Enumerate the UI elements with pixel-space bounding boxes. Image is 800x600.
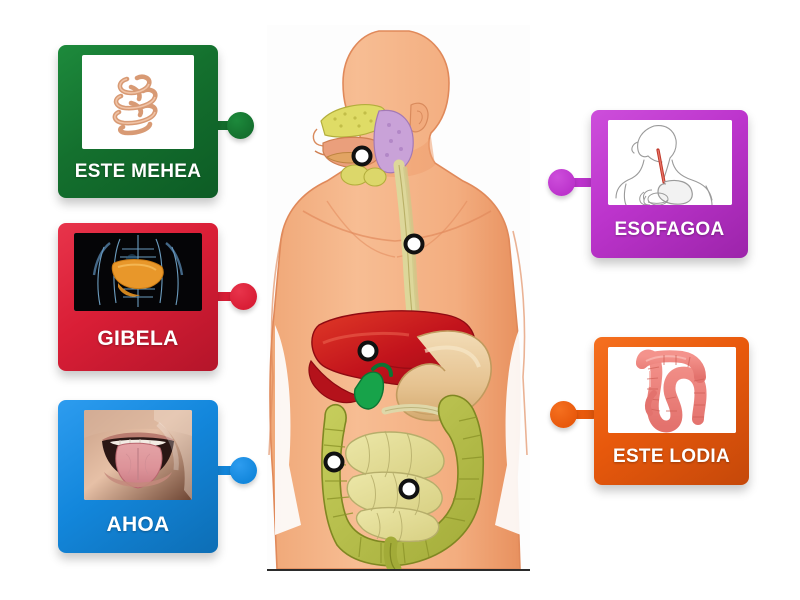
connector-knob[interactable] <box>226 111 254 139</box>
card-label-ahoa: AHOA <box>106 512 170 536</box>
label-card-ahoa[interactable]: AHOA <box>58 400 218 553</box>
connector-este-mehea <box>209 109 254 141</box>
small-intestine-icon <box>101 65 175 139</box>
hotspot-liver[interactable] <box>357 340 379 362</box>
large-intestine-icon <box>607 347 736 433</box>
connector-gibela <box>209 280 257 312</box>
card-label-este-lodia: ESTE LODIA <box>612 446 730 467</box>
hotspot-mouth-tongue[interactable] <box>351 145 373 167</box>
thumbnail-esofagoa <box>607 120 732 205</box>
connector-stem <box>213 291 243 301</box>
thumbnail-ahoa <box>84 410 192 500</box>
connector-knob[interactable] <box>547 168 575 196</box>
connector-esofagoa <box>547 166 598 198</box>
card-label-este-mehea: ESTE MEHEA <box>74 160 202 182</box>
label-card-este-mehea[interactable]: ESTE MEHEA <box>58 45 218 198</box>
liver-xray-icon <box>74 233 202 311</box>
label-card-este-lodia[interactable]: ESTE LODIA <box>594 337 749 485</box>
label-card-esofagoa[interactable]: ESOFAGOA <box>591 110 748 258</box>
connector-stem <box>563 409 597 419</box>
connector-este-lodia <box>549 398 601 430</box>
thumbnail-gibela <box>74 233 202 311</box>
thumbnail-este-lodia <box>607 347 736 433</box>
connector-ahoa <box>209 454 257 486</box>
hotspot-small-intestine[interactable] <box>398 478 420 500</box>
card-label-esofagoa: ESOFAGOA <box>614 218 725 240</box>
connector-stem <box>213 465 243 475</box>
label-card-gibela[interactable]: GIBELA <box>58 223 218 371</box>
card-label-gibela: GIBELA <box>97 327 179 350</box>
digestive-system-diagram[interactable] <box>267 25 530 571</box>
connector-knob[interactable] <box>229 282 257 310</box>
human-body-illustration <box>267 25 530 569</box>
hotspot-large-intestine[interactable] <box>323 451 345 473</box>
connector-knob[interactable] <box>229 456 257 484</box>
hotspot-esophagus[interactable] <box>403 233 425 255</box>
esophagus-diagram-icon <box>607 120 732 205</box>
connector-knob[interactable] <box>549 400 577 428</box>
thumbnail-este-mehea <box>82 55 194 149</box>
mouth-tongue-icon <box>84 410 192 500</box>
connector-stem <box>561 177 594 187</box>
